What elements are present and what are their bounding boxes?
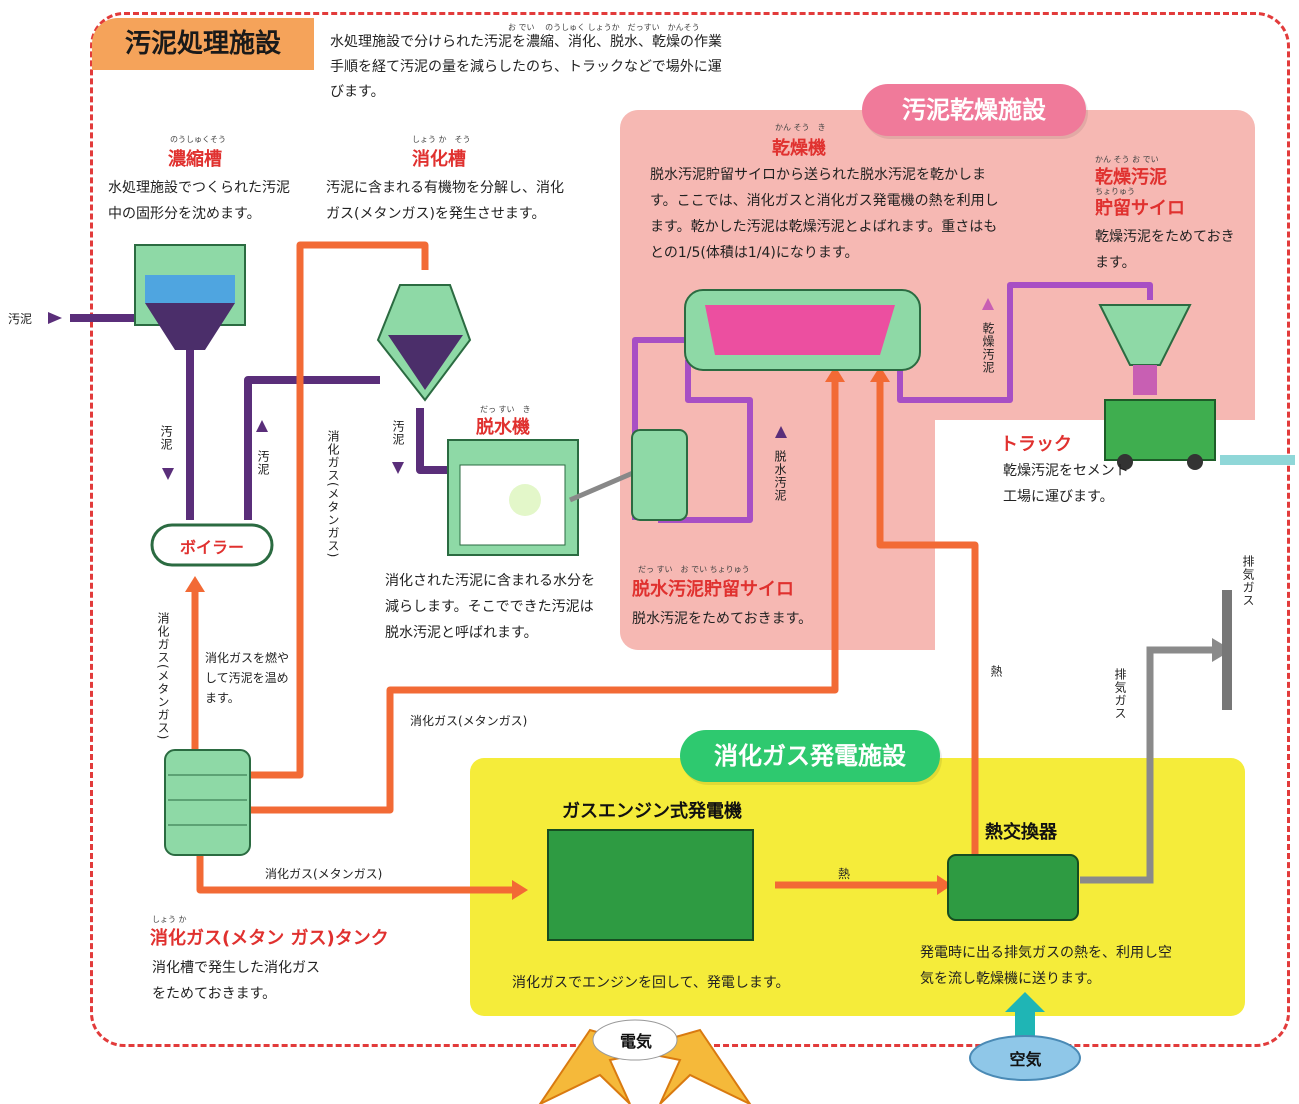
thickener-desc: 水処理施設でつくられた汚泥中の固形分を沈めます。 xyxy=(108,180,290,222)
generator-label: ガスエンジン式発電機 xyxy=(562,801,742,822)
dry-silo-label2: 貯留サイロ xyxy=(1095,198,1185,219)
truck-desc: 乾燥汚泥をセメント工場に運びます。 xyxy=(1003,463,1129,505)
truck-label: トラック xyxy=(1000,434,1072,455)
dryer-desc: 脱水汚泥貯留サイロから送られた脱水汚泥を乾かします。ここでは、消化ガスと消化ガス… xyxy=(650,167,999,261)
heat-exchanger-label: 熱交換器 xyxy=(985,822,1057,843)
flow-exhaust-1: 排気ガス xyxy=(1113,668,1127,720)
dewaterer-desc: 消化された汚泥に含まれる水分を減らします。そこでできた汚泥は脱水汚泥と呼ばれます… xyxy=(385,573,595,641)
dry-silo-ruby1: かん そう お でい xyxy=(1095,155,1159,164)
dewatered-silo-label: 脱水汚泥貯留サイロ xyxy=(632,579,794,600)
gas-tank-shape xyxy=(164,749,251,856)
road xyxy=(1220,455,1295,465)
flow-sludge-in: 汚泥 xyxy=(8,312,33,326)
thickener-tank xyxy=(134,244,246,350)
flow-dried-sludge: 乾燥汚泥 xyxy=(981,322,995,374)
intro-text: 水処理施設で分けられた汚泥を濃縮、消化、脱水、乾燥の作業手順を経て汚泥の量を減ら… xyxy=(330,34,722,100)
dewaterer-label: 脱水機 xyxy=(476,417,530,438)
dryer-label: 乾燥機 xyxy=(772,138,826,159)
digester-desc: 汚泥に含まれる有機物を分解し、消化ガス(メタンガス)を発生させます。 xyxy=(326,180,564,222)
thickener-label: 濃縮槽 xyxy=(168,149,222,170)
generator-shape xyxy=(547,829,754,941)
dewaterer-ruby: だっ すい き xyxy=(480,405,531,414)
air-label: 空気 xyxy=(1009,1050,1042,1069)
flow-sludge-down: 汚泥 xyxy=(159,425,173,451)
dry-silo-shape xyxy=(1098,304,1192,395)
dewatered-silo-shape xyxy=(631,429,688,521)
gas-tank-ruby: しょう か xyxy=(152,915,187,924)
heat-exchanger-shape xyxy=(947,854,1079,921)
gas-tank-label: 消化ガス(メタン ガス)タンク xyxy=(150,928,389,949)
electricity-label: 電気 xyxy=(619,1032,652,1051)
gas-tank-desc: 消化槽で発生した消化ガスをためておきます。 xyxy=(152,960,320,1002)
exhaust-pipe xyxy=(1080,646,1215,884)
digester-ruby: しょう か そう xyxy=(412,135,471,144)
flow-dewatered-sludge: 脱水汚泥 xyxy=(773,450,787,502)
truck-shape xyxy=(1104,399,1216,470)
power-facility-title: 消化ガス発電施設 xyxy=(680,730,940,782)
dryer-cylinder xyxy=(684,289,921,371)
electricity-bubble xyxy=(592,1019,678,1061)
flow-gas-generator: 消化ガス(メタンガス) xyxy=(265,867,383,881)
thickener-ruby: のうしゅくそう xyxy=(170,135,226,144)
drying-facility-title: 汚泥乾燥施設 xyxy=(862,84,1086,136)
title-tab xyxy=(92,18,314,70)
flow-heat-up: 熱 xyxy=(989,665,1003,678)
flow-gas-vertical: 消化ガス(メタンガス) xyxy=(326,430,340,559)
dry-silo-ruby2: ちょりゅう xyxy=(1095,187,1135,196)
boiler-desc: 消化ガスを燃やして汚泥を温めます。 xyxy=(205,651,290,705)
flow-sludge-digester: 汚泥 xyxy=(391,420,405,446)
flow-heat-generator: 熱 xyxy=(838,867,851,881)
air-bubble xyxy=(969,1035,1081,1081)
dewaterer-machine xyxy=(447,439,641,556)
heat-exchanger-desc: 発電時に出る排気ガスの熱を、利用し空気を流し乾燥機に送ります。 xyxy=(920,945,1172,987)
dewatered-silo-desc: 脱水汚泥をためておきます。 xyxy=(632,611,813,627)
intro-ruby: お でい のうしゅく しょうか だっすい かんそう xyxy=(508,23,700,32)
flow-gas-boiler: 消化ガス(メタンガス) xyxy=(156,612,170,741)
flow-exhaust-2: 排気ガス xyxy=(1241,555,1255,607)
flow-sludge-up: 汚泥 xyxy=(256,450,270,476)
dryer-ruby: かん そう き xyxy=(775,123,826,132)
boiler-shape xyxy=(150,523,274,567)
boiler-label: ボイラー xyxy=(179,538,244,557)
digester-tank xyxy=(376,284,472,402)
dry-silo-label1: 乾燥汚泥 xyxy=(1095,167,1167,188)
flow-gas-dryer: 消化ガス(メタンガス) xyxy=(410,714,528,728)
page-title: 汚泥処理施設 xyxy=(124,29,281,59)
generator-desc: 消化ガスでエンジンを回して、発電します。 xyxy=(512,975,790,991)
dry-silo-desc: 乾燥汚泥をためておきます。 xyxy=(1095,229,1235,271)
gas-pipes xyxy=(191,241,979,894)
dewatered-silo-ruby: だっ すい お でい ちょりゅう xyxy=(638,565,750,574)
digester-label: 消化槽 xyxy=(412,149,466,170)
